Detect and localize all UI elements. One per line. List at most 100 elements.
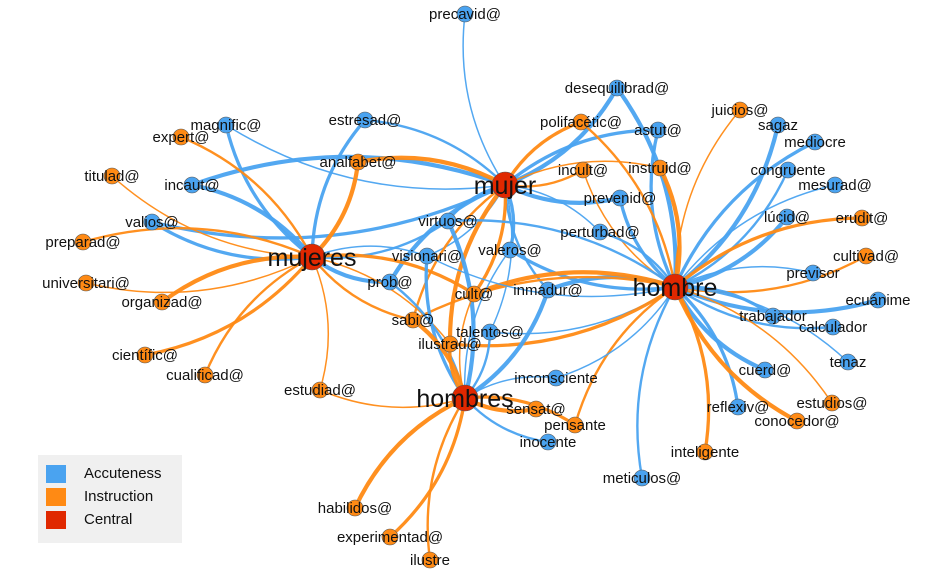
node-preparad-at[interactable] [74,233,92,251]
node-polifacetic-at[interactable] [572,113,590,131]
node-astut-at[interactable] [649,121,667,139]
node-reflexiv-at[interactable] [729,398,747,416]
node-label-mesurad-at: mesurad@ [798,177,872,194]
node-incult-at[interactable] [574,161,592,179]
edge-hombre-mesurad-at [674,184,836,288]
node-previsor[interactable] [804,264,822,282]
legend-item-instruction: Instruction [46,485,182,508]
node-magnific-at[interactable] [217,116,235,134]
node-estresad-at[interactable] [356,111,374,129]
node-sensat-at[interactable] [527,400,545,418]
node-inteligente[interactable] [696,443,714,461]
node-label-magnific-at: magnific@ [190,117,261,134]
node-cualificad-at[interactable] [196,366,214,384]
node-label-incaut-at: incaut@ [164,177,219,194]
node-organizad-at[interactable] [153,293,171,311]
edge-hombre-erudit-at [673,216,863,289]
node-ecuanime[interactable] [869,291,887,309]
node-cuerd-at[interactable] [756,361,774,379]
node-inmadur-at[interactable] [539,281,557,299]
edge-hombre-virtuos-at [447,219,676,288]
node-trabajador[interactable] [764,307,782,325]
edge-mujeres-universitari-at [85,256,313,294]
node-label-estudios-at: estudios@ [796,395,867,412]
node-label-cult-at: cult@ [455,286,494,303]
node-lucid-at[interactable] [778,208,796,226]
edge-mujeres-titulad-at [111,175,313,258]
node-juicios-at[interactable] [731,101,749,119]
edge-hombres-estudiad-at [319,389,466,409]
node-talentos-at[interactable] [481,323,499,341]
edge-mujeres-estudiad-at [311,256,330,391]
node-conocedor-at[interactable] [788,412,806,430]
node-label-sagaz: sagaz [758,117,798,134]
node-mujeres[interactable] [298,243,326,271]
node-valeros-at[interactable] [501,241,519,259]
node-erudit-at[interactable] [853,209,871,227]
node-valios-at[interactable] [143,213,161,231]
node-label-cultivad-at: cultivad@ [833,248,899,265]
node-habilidos-at[interactable] [346,499,364,517]
node-titulad-at[interactable] [103,167,121,185]
node-analfabet-at[interactable] [349,153,367,171]
node-ilustrad-at[interactable] [441,335,459,353]
node-mujer[interactable] [491,171,519,199]
node-cult-at[interactable] [465,285,483,303]
node-incaut-at[interactable] [183,176,201,194]
node-mesurad-at[interactable] [826,176,844,194]
node-label-prevenid-at: prevenid@ [584,190,657,207]
edge-hombre-tenaz [674,286,849,363]
node-label-valeros-at: valeros@ [478,242,542,259]
node-mediocre[interactable] [806,133,824,151]
node-label-habilidos-at: habilidos@ [318,500,392,517]
node-cultivad-at[interactable] [857,247,875,265]
node-precavid-at[interactable] [456,5,474,23]
node-label-inconsciente: inconsciente [514,370,597,387]
node-hombres[interactable] [451,384,479,412]
edge-mujeres-estresad-at [310,118,367,258]
edge-mujeres-incaut-at [191,182,314,259]
node-instruid-at[interactable] [651,159,669,177]
node-congruente[interactable] [779,161,797,179]
node-universitari-at[interactable] [77,274,95,292]
legend-item-central: Central [46,508,182,531]
node-inocente[interactable] [539,433,557,451]
edge-hombre-reflexiv-at [673,285,740,408]
node-label-sabi-at: sabi@ [392,312,435,329]
node-label-cualificad-at: cualificad@ [166,367,244,384]
node-pensante[interactable] [566,416,584,434]
node-desequilibrad-at[interactable] [608,79,626,97]
edge-hombre-instruid-at [658,167,682,288]
edge-hombre-mediocre [673,140,816,288]
node-label-pensante: pensante [544,417,606,434]
node-prob-at[interactable] [381,273,399,291]
node-label-hombres: hombres [416,385,513,413]
node-sabi-at[interactable] [404,311,422,329]
legend-item-accuteness: Accuteness [46,462,182,485]
node-meticulos-at[interactable] [633,469,651,487]
node-ilustre[interactable] [421,551,439,569]
node-estudios-at[interactable] [823,394,841,412]
node-label-expert-at: expert@ [153,129,210,146]
node-visionari-at[interactable] [418,247,436,265]
node-label-tenaz: tenaz [830,354,867,371]
edge-hombre-meticulos-at [636,286,677,479]
node-calculador[interactable] [824,318,842,336]
node-virtuos-at[interactable] [439,212,457,230]
node-prevenid-at[interactable] [611,189,629,207]
edge-mujeres-expert-at [180,135,314,258]
edge-mujeres-cualificad-at [203,255,313,376]
node-tenaz[interactable] [839,353,857,371]
node-estudiad-at[interactable] [311,381,329,399]
node-label-visionari-at: visionari@ [392,248,462,265]
node-inconsciente[interactable] [547,369,565,387]
node-sagaz[interactable] [769,116,787,134]
node-experimentad-at[interactable] [381,528,399,546]
node-hombre[interactable] [661,273,689,301]
edge-hombre-congruente [674,169,790,289]
node-label-cuerd-at: cuerd@ [739,362,792,379]
node-perturbad-at[interactable] [591,223,609,241]
node-cientific-at[interactable] [136,346,154,364]
node-expert-at[interactable] [172,128,190,146]
